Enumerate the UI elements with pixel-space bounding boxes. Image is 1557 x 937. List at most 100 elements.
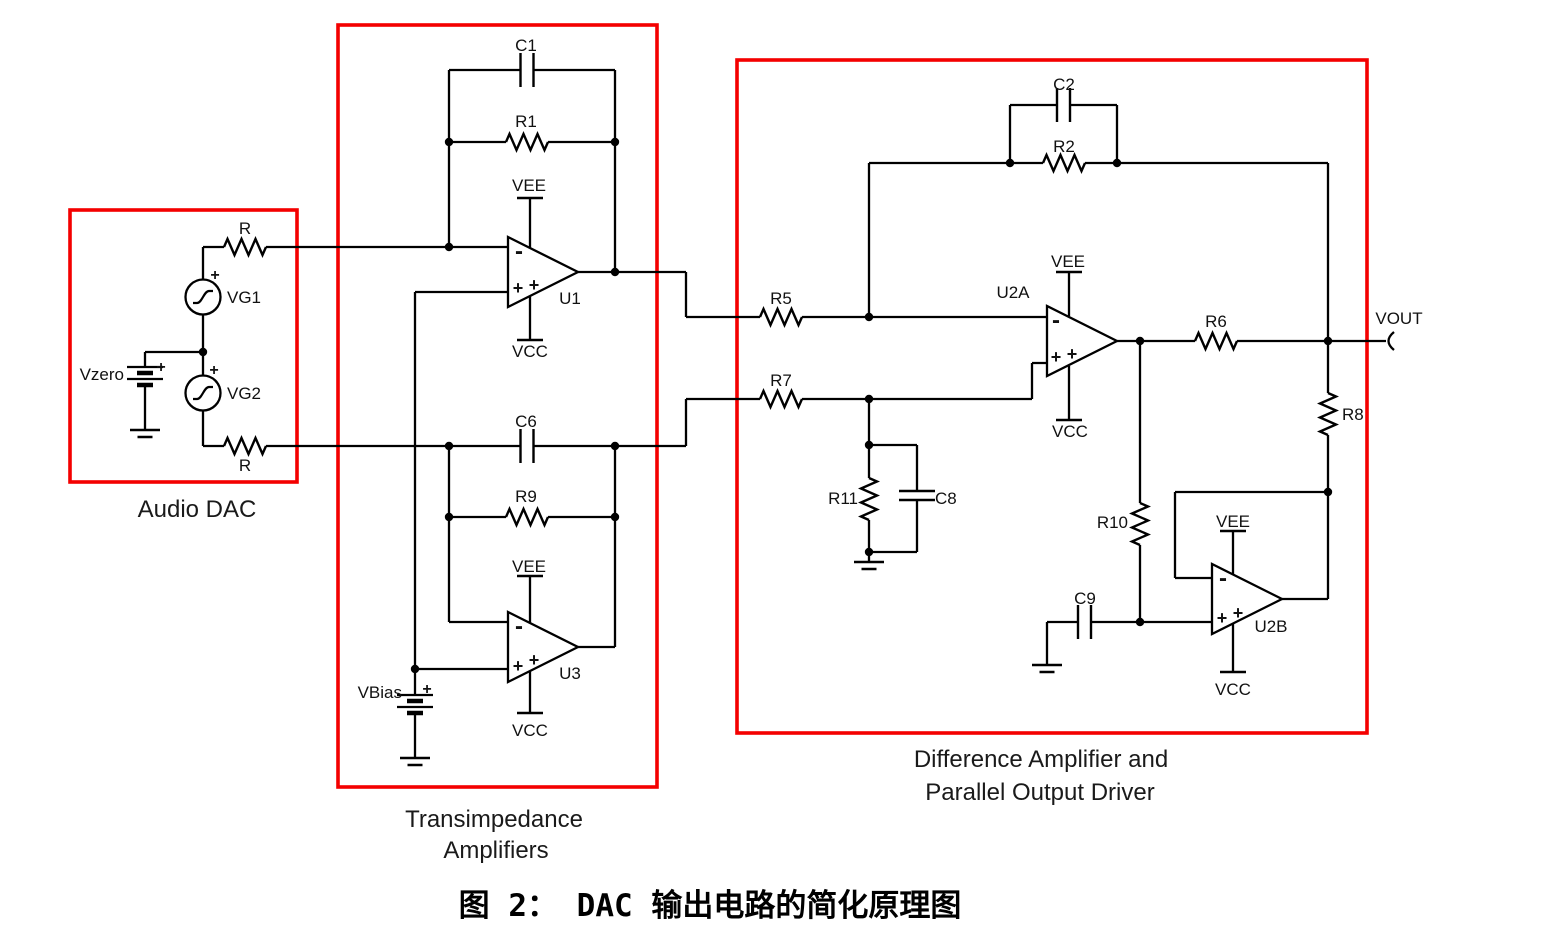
vg1-generator-icon <box>184 278 222 316</box>
junction-dot <box>444 137 454 147</box>
c1-label: C1 <box>515 36 537 55</box>
r9-label: R9 <box>515 487 537 506</box>
audio-dac-section-label: Audio DAC <box>138 496 257 523</box>
vcc-label-u2b: VCC <box>1215 680 1251 699</box>
vzero-label: Vzero <box>80 365 124 384</box>
r7-label: R7 <box>770 371 792 390</box>
u1-noninverting-mark: + <box>513 278 524 298</box>
junction-dot <box>610 267 620 277</box>
section-titles: Audio DAC Transimpedance Amplifiers Diff… <box>138 496 1169 864</box>
transimpedance-box <box>336 23 659 789</box>
u2b-inverting-mark: - <box>1219 565 1227 592</box>
r10-label: R10 <box>1097 513 1128 532</box>
junction-dot <box>444 512 454 522</box>
vbias-plus-mark: + <box>422 681 431 698</box>
u2b-noninverting-mark: + <box>1217 608 1228 628</box>
resistor-r11 <box>859 476 879 522</box>
difference-section-label-line1: Difference Amplifier and <box>914 746 1168 773</box>
c9-label: C9 <box>1074 589 1096 608</box>
transimpedance-section-label-line1: Transimpedance <box>405 806 583 833</box>
vcc-label-u2a: VCC <box>1052 422 1088 441</box>
opamp-marks: - + + - + + - + + - + + + + + + <box>156 238 1243 698</box>
u2a-power-plus-mark: + <box>1067 344 1078 364</box>
audio-dac-box <box>68 208 299 484</box>
u1-inverting-mark: - <box>515 238 523 265</box>
transimpedance-section-label-line2: Amplifiers <box>443 837 548 864</box>
r6-label: R6 <box>1205 312 1227 331</box>
resistor-r2 <box>1041 153 1087 173</box>
junction-dot <box>610 137 620 147</box>
highlight-boxes <box>68 23 1369 789</box>
r-top-label: R <box>239 219 251 238</box>
r1-label: R1 <box>515 112 537 131</box>
resistor-r10 <box>1130 501 1150 547</box>
ground-icon-c9 <box>1030 663 1064 674</box>
figure-caption: 图 2： DAC 输出电路的简化原理图 <box>459 888 962 924</box>
u2a-inverting-mark: - <box>1052 307 1060 334</box>
u3-label: U3 <box>559 664 581 683</box>
junction-dot <box>1112 158 1122 168</box>
difference-section-label-line2: Parallel Output Driver <box>925 779 1154 806</box>
vg2-plus-mark: + <box>209 362 218 379</box>
junction-dot <box>864 312 874 322</box>
vcc-label-u1: VCC <box>512 342 548 361</box>
capacitor-c8 <box>897 489 937 502</box>
junction-dot <box>198 347 208 357</box>
junction-dot <box>1323 336 1333 346</box>
vg2-generator-icon <box>184 374 222 412</box>
resistor-r6 <box>1193 331 1239 351</box>
u2b-label: U2B <box>1254 617 1287 636</box>
ground-icon-r11 <box>852 560 886 571</box>
transimpedance-wires <box>413 68 1047 757</box>
vee-label-u1: VEE <box>512 176 546 195</box>
r2-label: R2 <box>1053 137 1075 156</box>
vee-label-u2b: VEE <box>1216 512 1250 531</box>
vzero-plus-mark: + <box>156 359 165 376</box>
junction-dot <box>864 547 874 557</box>
resistors <box>222 132 1338 547</box>
r8-label: R8 <box>1342 405 1364 424</box>
junction-dot <box>1135 617 1145 627</box>
junction-dot <box>1135 336 1145 346</box>
vout-terminal-icon <box>1387 331 1395 351</box>
r11-label: R11 <box>828 489 858 508</box>
junction-dots <box>198 137 1333 674</box>
junction-dot <box>610 512 620 522</box>
component-labels: R VG1 Vzero VG2 R C1 R1 VEE U1 VCC C6 R9… <box>80 36 1423 740</box>
u2a-label: U2A <box>996 283 1030 302</box>
vbias-label: VBias <box>358 683 402 702</box>
vg1-label: VG1 <box>227 288 261 307</box>
ground-icon-vbias <box>398 756 432 767</box>
resistor-r9 <box>504 507 550 527</box>
ground-icon-vzero <box>128 428 162 439</box>
u3-noninverting-mark: + <box>513 656 524 676</box>
resistor-r-top <box>222 237 268 257</box>
opamps <box>506 235 1284 684</box>
wires <box>143 68 1395 757</box>
junction-dot <box>444 242 454 252</box>
u2a-noninverting-mark: + <box>1051 347 1062 367</box>
r-bottom-label: R <box>239 456 251 475</box>
difference-amp-wires <box>867 103 1386 672</box>
capacitor-c1 <box>519 51 535 89</box>
resistor-r5 <box>758 307 804 327</box>
junction-dot <box>864 394 874 404</box>
vee-label-u3: VEE <box>512 557 546 576</box>
junction-dot <box>1323 487 1333 497</box>
vg2-label: VG2 <box>227 384 261 403</box>
vcc-label-u3: VCC <box>512 721 548 740</box>
resistor-r7 <box>758 389 804 409</box>
u1-power-plus-mark: + <box>529 275 540 295</box>
u3-inverting-mark: - <box>515 613 523 640</box>
capacitor-c9 <box>1076 603 1093 641</box>
capacitor-c6 <box>519 427 535 465</box>
c2-label: C2 <box>1053 75 1075 94</box>
junction-dot <box>1005 158 1015 168</box>
c8-label: C8 <box>935 489 957 508</box>
vee-label-u2a: VEE <box>1051 252 1085 271</box>
u3-power-plus-mark: + <box>529 650 540 670</box>
difference-amp-box <box>735 58 1369 735</box>
resistor-r-bottom <box>222 436 268 456</box>
